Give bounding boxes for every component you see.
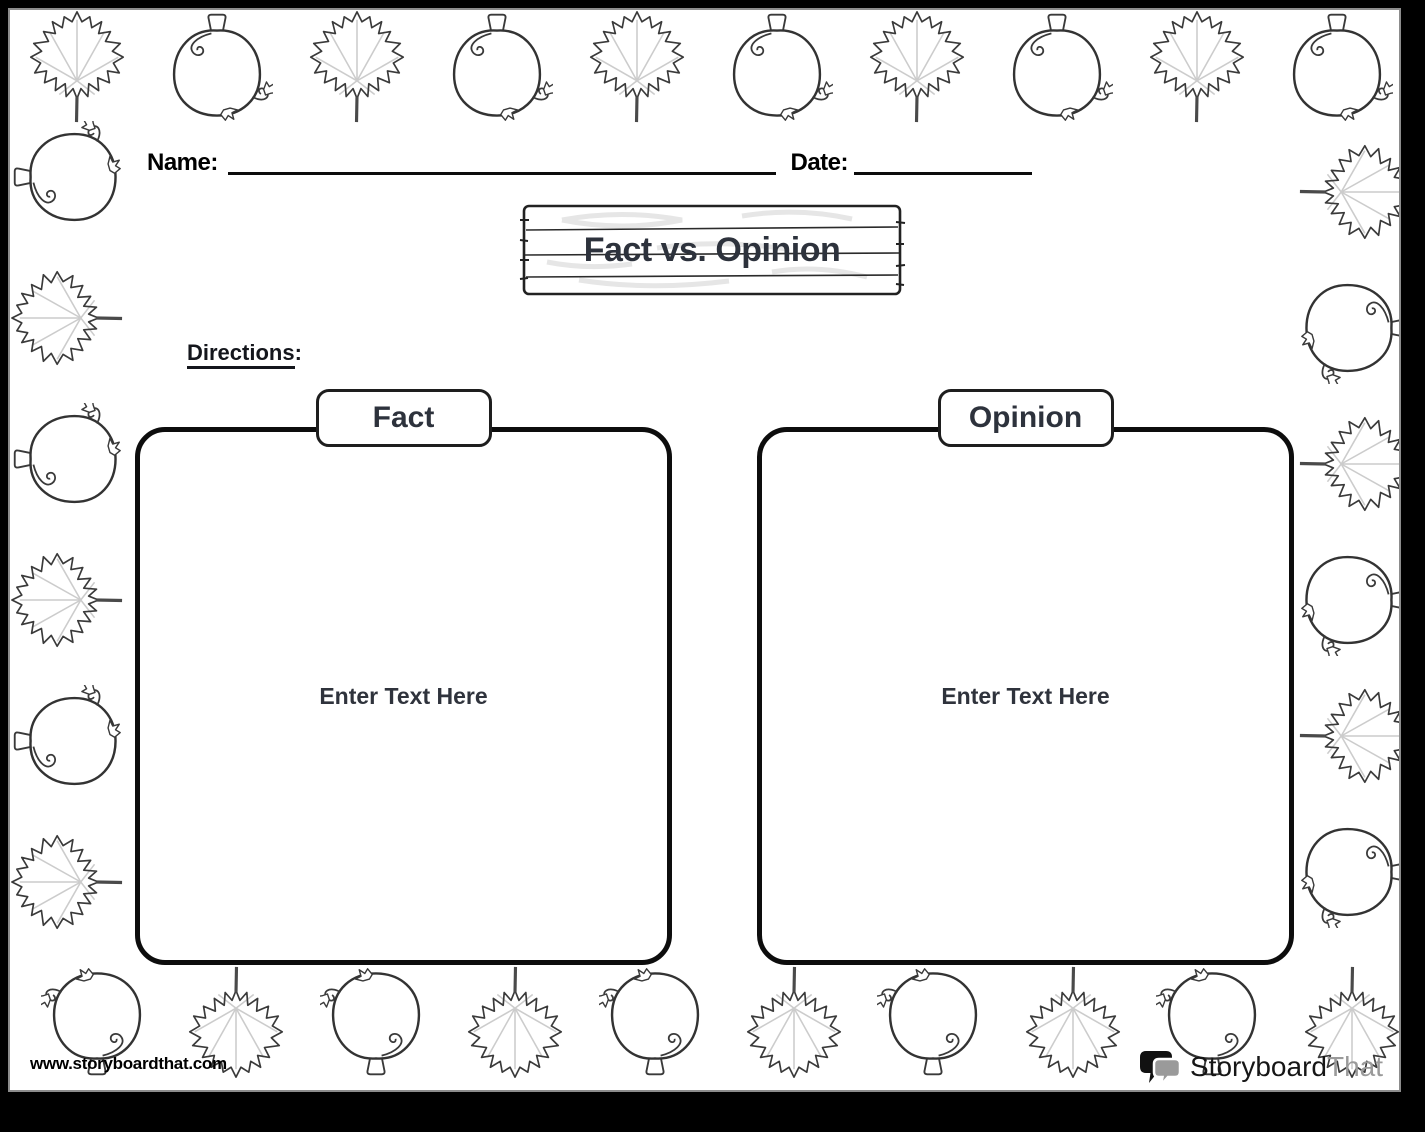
fact-text-area[interactable]: Enter Text Here	[140, 432, 667, 960]
pumpkin-icon	[9, 685, 125, 797]
pumpkin-icon	[9, 403, 125, 515]
fact-tab: Fact	[315, 389, 492, 447]
name-input-line[interactable]	[227, 146, 777, 175]
maple-leaf-icon	[1296, 414, 1401, 514]
pumpkin-icon	[441, 9, 553, 125]
pumpkin-icon	[721, 9, 833, 125]
pumpkin-icon	[877, 964, 989, 1080]
pumpkin-icon	[1281, 9, 1393, 125]
opinion-tab: Opinion	[937, 389, 1114, 447]
opinion-text-area[interactable]: Enter Text Here	[762, 432, 1289, 960]
maple-leaf-icon	[8, 268, 126, 368]
maple-leaf-icon	[8, 832, 126, 932]
pumpkin-icon	[161, 9, 273, 125]
pumpkin-icon	[1297, 544, 1401, 656]
maple-leaf-icon	[27, 8, 127, 126]
fact-tab-label: Fact	[372, 401, 435, 434]
maple-leaf-icon	[1023, 963, 1123, 1081]
pumpkin-icon	[320, 964, 432, 1080]
maple-leaf-icon	[744, 963, 844, 1081]
pumpkin-icon	[599, 964, 711, 1080]
opinion-panel: Opinion Enter Text Here	[757, 389, 1294, 965]
pumpkin-icon	[9, 121, 125, 233]
maple-leaf-icon	[867, 8, 967, 126]
website-url: www.storyboardthat.com	[30, 1054, 227, 1073]
storyboardthat-logo: StoryboardThat	[1140, 1044, 1383, 1090]
title-sign: Fact vs. Opinion	[517, 200, 907, 300]
maple-leaf-icon	[8, 550, 126, 650]
directions-word: Directions	[187, 340, 295, 369]
brand-secondary: That	[1326, 1051, 1383, 1082]
name-date-row: Name: Date:	[147, 146, 1032, 177]
speech-bubbles-icon	[1140, 1051, 1182, 1090]
directions-label: Directions:	[187, 340, 302, 369]
date-input-line[interactable]	[854, 146, 1032, 175]
opinion-placeholder: Enter Text Here	[941, 682, 1110, 709]
worksheet-title: Fact vs. Opinion	[583, 230, 841, 269]
maple-leaf-icon	[587, 8, 687, 126]
pumpkin-icon	[1297, 272, 1401, 384]
opinion-tab-label: Opinion	[968, 401, 1083, 434]
maple-leaf-icon	[1296, 686, 1401, 786]
brand-primary: Storyboard	[1190, 1051, 1327, 1082]
date-label: Date:	[790, 149, 848, 176]
name-label: Name:	[147, 149, 218, 176]
maple-leaf-icon	[1296, 142, 1401, 242]
pumpkin-icon	[1001, 9, 1113, 125]
fact-placeholder: Enter Text Here	[319, 682, 488, 709]
wood-sign-graphic	[519, 204, 906, 296]
fact-panel: Fact Enter Text Here	[135, 389, 672, 965]
worksheet-page: Name: Date: Fact	[8, 8, 1401, 1092]
maple-leaf-icon	[465, 963, 565, 1081]
maple-leaf-icon	[1147, 8, 1247, 126]
directions-colon: :	[294, 340, 302, 365]
pumpkin-icon	[1297, 816, 1401, 928]
maple-leaf-icon	[307, 8, 407, 126]
